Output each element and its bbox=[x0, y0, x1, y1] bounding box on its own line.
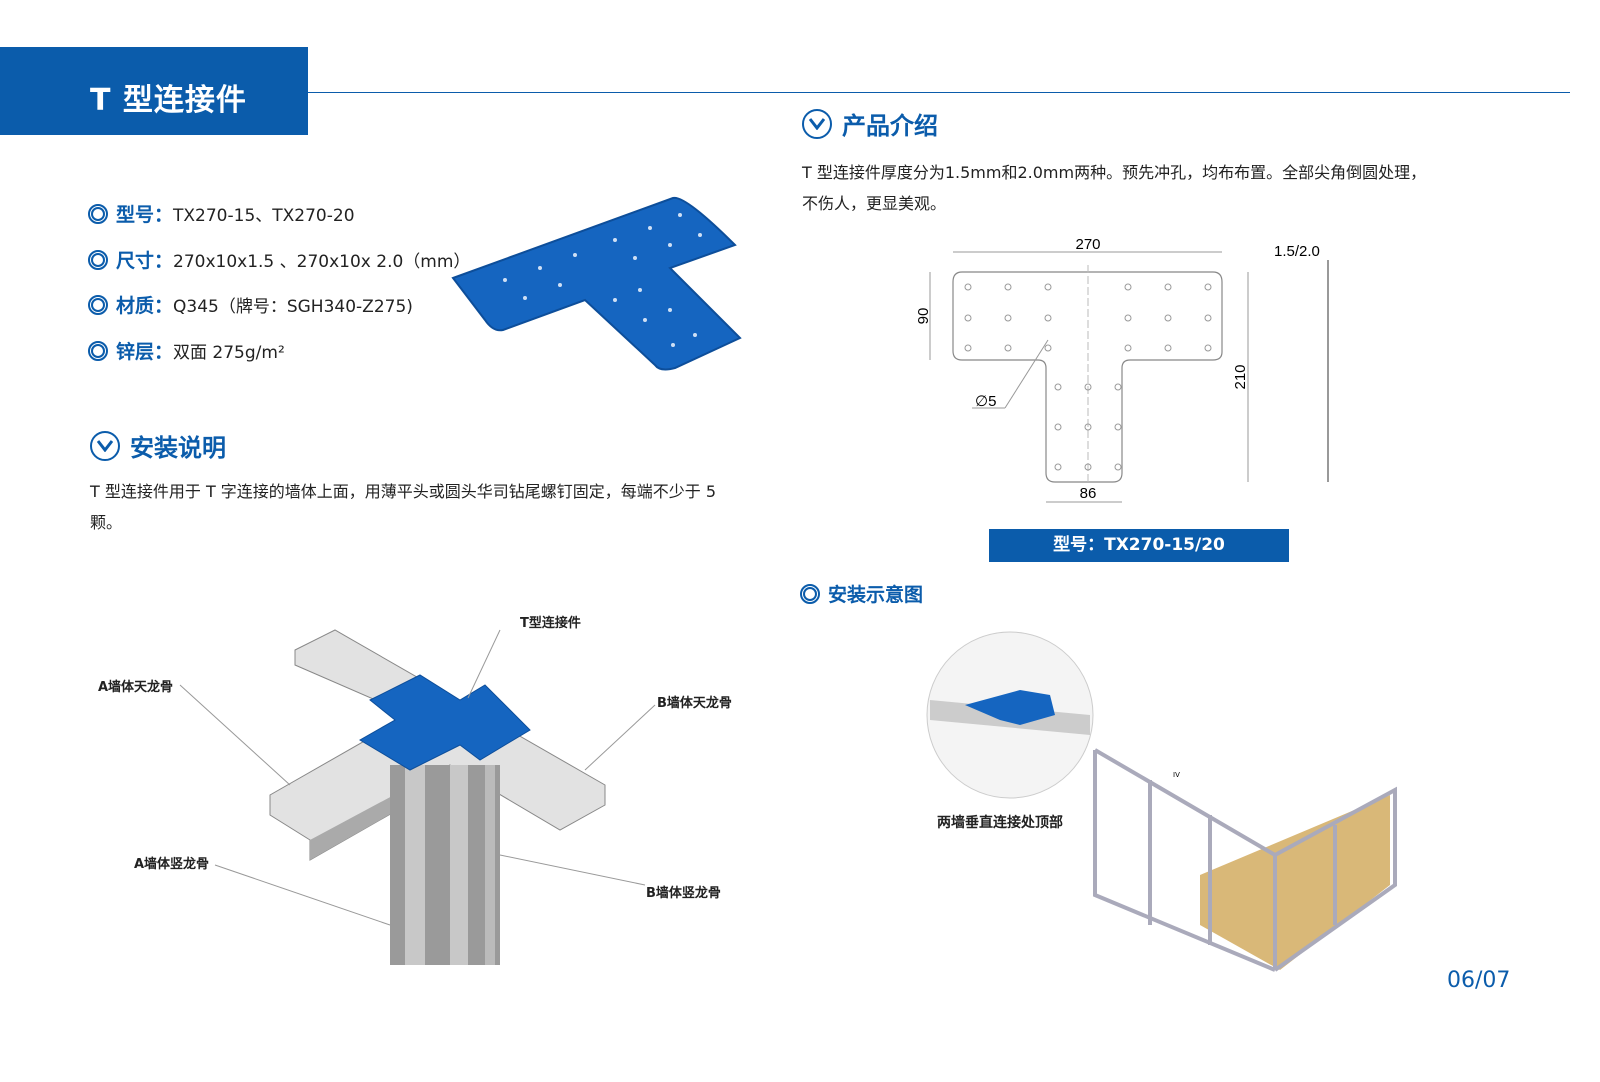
hole-mark bbox=[964, 283, 972, 291]
install-heading: 安装说明 bbox=[90, 428, 226, 463]
hole-mark bbox=[1084, 463, 1092, 471]
hole-mark bbox=[1054, 463, 1062, 471]
hole-mark bbox=[1054, 383, 1062, 391]
hole-mark bbox=[1114, 463, 1122, 471]
product-heading: 产品介绍 bbox=[802, 106, 938, 141]
divider bbox=[308, 92, 1570, 93]
ring-icon bbox=[88, 249, 108, 270]
hole-mark bbox=[964, 344, 972, 352]
spec-material: 材质：Q345（牌号：SGH340-Z275) bbox=[88, 291, 413, 318]
dim-total-height: 210 bbox=[1232, 364, 1249, 389]
hole-mark bbox=[1124, 314, 1132, 322]
spec-model: 型号：TX270-15、TX270-20 bbox=[88, 200, 355, 227]
hole-mark bbox=[1084, 383, 1092, 391]
label-a-stud: A墙体竖龙骨 bbox=[134, 857, 210, 872]
install-3d-illustration bbox=[269, 629, 606, 965]
product-3d-image bbox=[451, 196, 742, 371]
dim-top-height: 90 bbox=[915, 308, 932, 325]
hole-mark bbox=[1044, 283, 1052, 291]
hole-mark bbox=[1124, 283, 1132, 291]
dim-width: 270 bbox=[1075, 236, 1100, 253]
page-number: 06/07 bbox=[1447, 968, 1511, 993]
spec-size: 尺寸：270x10x1.5 、270x10x 2.0（mm） bbox=[88, 246, 470, 273]
ring-icon bbox=[88, 340, 108, 361]
install-text: T 型连接件用于 T 字连接的墙体上面，用薄平头或圆头华司钻尾螺钉固定，每端不少… bbox=[90, 482, 717, 532]
model-bar: 型号：TX270-15/20 bbox=[989, 529, 1289, 562]
leader-lines bbox=[179, 629, 656, 926]
diagram-tag: IV bbox=[1173, 771, 1180, 779]
label-connector: T型连接件 bbox=[520, 616, 581, 631]
hole-mark bbox=[1164, 344, 1172, 352]
ring-icon bbox=[88, 203, 108, 224]
diagram-heading: 安装示意图 bbox=[800, 580, 923, 607]
hole-mark bbox=[1004, 314, 1012, 322]
hole-mark bbox=[1044, 344, 1052, 352]
hole-mark bbox=[1204, 314, 1212, 322]
hole-mark bbox=[1114, 423, 1122, 431]
hole-mark bbox=[1044, 314, 1052, 322]
product-text: T 型连接件厚度分为1.5mm和2.0mm两种。预先冲孔，均布布置。全部尖角倒圆… bbox=[802, 163, 1427, 213]
chevron-down-icon bbox=[90, 430, 120, 461]
ring-icon bbox=[800, 583, 820, 604]
hole-mark bbox=[1084, 423, 1092, 431]
hole-mark bbox=[1204, 283, 1212, 291]
spec-zinc: 锌层：双面 275g/m² bbox=[88, 337, 285, 364]
page-title: T 型连接件 bbox=[0, 47, 308, 135]
ring-icon bbox=[88, 294, 108, 315]
hole-mark bbox=[1004, 344, 1012, 352]
dim-thickness: 1.5/2.0 bbox=[1274, 243, 1320, 260]
dim-hole: ∅5 bbox=[975, 393, 996, 410]
dim-stem: 86 bbox=[1080, 485, 1097, 502]
chevron-down-icon bbox=[802, 108, 832, 139]
installation-diagram: IV bbox=[926, 631, 1397, 972]
hole-mark bbox=[1054, 423, 1062, 431]
technical-drawing: 270 90 210 86 ∅5 1.5/2.0 bbox=[915, 236, 1329, 503]
label-b-top: B墙体天龙骨 bbox=[657, 696, 732, 711]
diagram-caption: 两墙垂直连接处顶部 bbox=[937, 815, 1063, 831]
hole-mark bbox=[1164, 283, 1172, 291]
hole-mark bbox=[1164, 314, 1172, 322]
hole-mark bbox=[964, 314, 972, 322]
label-b-stud: B墙体竖龙骨 bbox=[646, 886, 721, 901]
hole-mark bbox=[1124, 344, 1132, 352]
hole-mark bbox=[1004, 283, 1012, 291]
hole-mark bbox=[1204, 344, 1212, 352]
label-a-top: A墙体天龙骨 bbox=[98, 680, 174, 695]
hole-mark bbox=[1114, 383, 1122, 391]
